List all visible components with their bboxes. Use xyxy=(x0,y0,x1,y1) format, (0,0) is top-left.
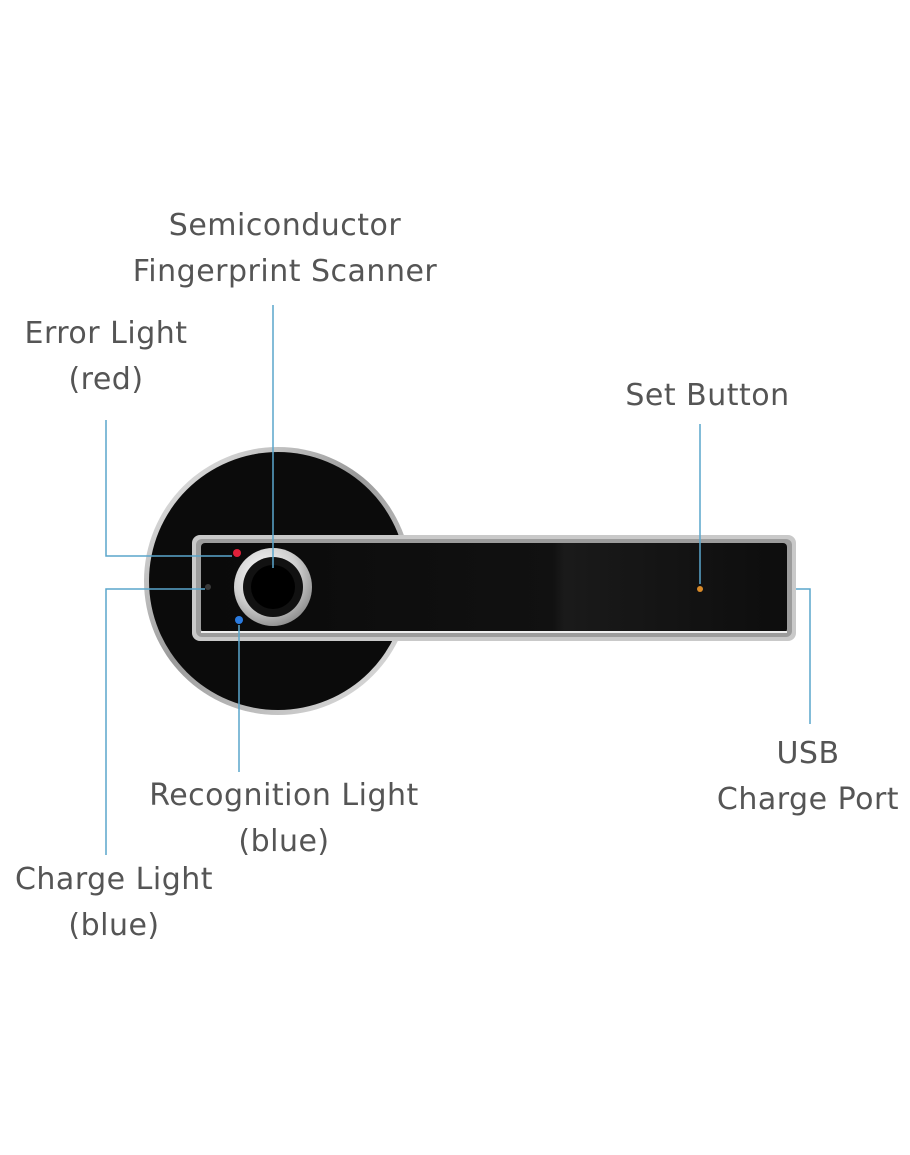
lever-handle xyxy=(192,535,796,641)
label-set-button: Set Button xyxy=(600,373,815,419)
label-line: (red) xyxy=(68,362,144,397)
label-error-light: Error Light (red) xyxy=(6,311,206,403)
recognition-light-led xyxy=(235,616,243,624)
label-fingerprint-scanner: Semiconductor Fingerprint Scanner xyxy=(110,203,460,295)
fingerprint-scanner xyxy=(234,548,312,626)
label-line: (blue) xyxy=(238,824,330,859)
label-line: Charge Port xyxy=(716,782,900,817)
label-recognition-light: Recognition Light (blue) xyxy=(126,773,442,865)
leader-usb-port xyxy=(796,588,811,724)
label-line: (blue) xyxy=(68,908,160,943)
error-light-led xyxy=(233,549,241,557)
label-line: USB xyxy=(776,736,840,771)
label-line: Charge Light xyxy=(14,862,214,897)
label-charge-light: Charge Light (blue) xyxy=(0,857,228,949)
label-line: Fingerprint Scanner xyxy=(132,254,438,289)
label-line: Set Button xyxy=(625,378,790,413)
label-line: Error Light xyxy=(24,316,188,351)
label-line: Semiconductor xyxy=(168,208,402,243)
leader-charge-light xyxy=(105,588,205,855)
charge-light-led xyxy=(205,584,211,590)
label-line: Recognition Light xyxy=(149,778,419,813)
leader-error-light xyxy=(105,420,232,557)
leader-lines xyxy=(105,305,811,855)
label-usb-port: USB Charge Port xyxy=(706,731,910,823)
set-button-dot xyxy=(697,586,703,592)
